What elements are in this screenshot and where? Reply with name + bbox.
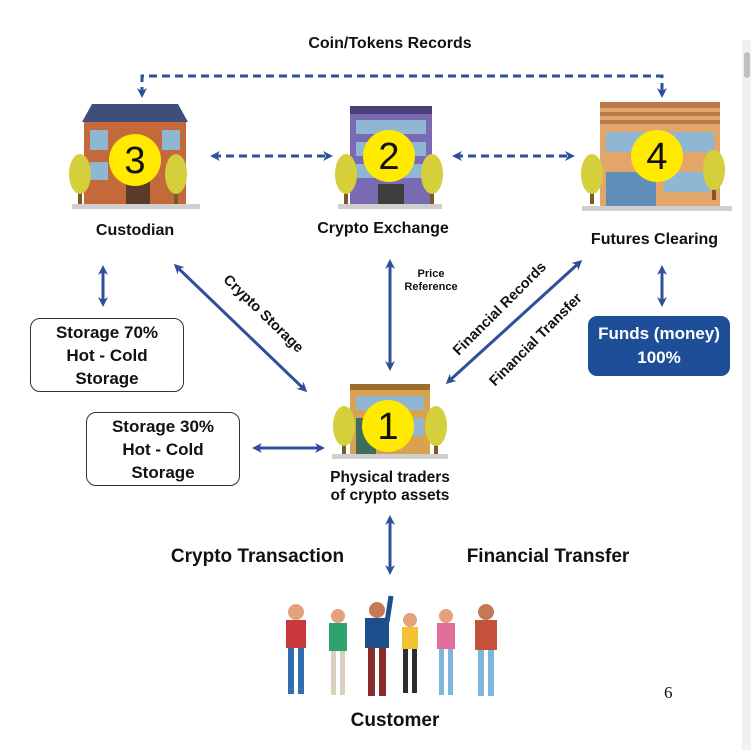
scrollbar-thumb[interactable] bbox=[744, 52, 750, 78]
financial-transfer-label: Financial Transfer bbox=[466, 546, 630, 567]
badge-1: 1 bbox=[362, 400, 414, 452]
badge-2: 2 bbox=[363, 130, 415, 182]
badge-4-text: 4 bbox=[646, 136, 667, 178]
funds-line1: Funds (money) bbox=[598, 324, 720, 343]
badge-1-text: 1 bbox=[377, 406, 398, 448]
funds-line2: 100% bbox=[637, 348, 681, 367]
price-reference-line1: Price bbox=[417, 268, 445, 280]
coin-records-connector bbox=[137, 74, 667, 98]
coin-records-label: Coin/Tokens Records bbox=[308, 35, 472, 52]
storage-30-box: Storage 30% Hot - Cold Storage bbox=[86, 412, 240, 486]
funds-box: Funds (money) 100% bbox=[588, 316, 730, 376]
scrollbar-track[interactable] bbox=[742, 40, 751, 750]
traders-label-line1: Physical traders bbox=[330, 469, 450, 486]
traders-label-line2: of crypto assets bbox=[330, 487, 450, 504]
badge-2-text: 2 bbox=[378, 136, 399, 178]
customer-group-illustration bbox=[286, 595, 497, 696]
page-number: 6 bbox=[664, 683, 673, 702]
badge-3: 3 bbox=[109, 134, 161, 186]
futures-label: Futures Clearing bbox=[590, 231, 719, 248]
customer-label: Customer bbox=[350, 710, 440, 731]
crypto-transaction-label: Crypto Transaction bbox=[170, 546, 345, 567]
storage-30-line3: Storage bbox=[131, 463, 195, 482]
storage-30-line1: Storage 30% bbox=[111, 417, 215, 436]
price-reference-label: Price Reference bbox=[396, 268, 466, 294]
storage-70-line3: Storage bbox=[75, 369, 139, 388]
badge-3-text: 3 bbox=[124, 140, 145, 182]
traders-label: Physical traders of crypto assets bbox=[300, 469, 480, 505]
exchange-label: Crypto Exchange bbox=[317, 220, 449, 237]
custodian-label: Custodian bbox=[95, 222, 175, 239]
badge-4: 4 bbox=[631, 130, 683, 182]
crypto-storage-arrow bbox=[173, 263, 308, 393]
storage-70-line1: Storage 70% bbox=[55, 323, 159, 342]
storage-70-line2: Hot - Cold bbox=[66, 346, 148, 365]
financial-records-arrow bbox=[445, 259, 583, 385]
storage-30-line2: Hot - Cold bbox=[122, 440, 204, 459]
storage-70-box: Storage 70% Hot - Cold Storage bbox=[30, 318, 184, 392]
price-reference-line2: Reference bbox=[404, 281, 458, 293]
